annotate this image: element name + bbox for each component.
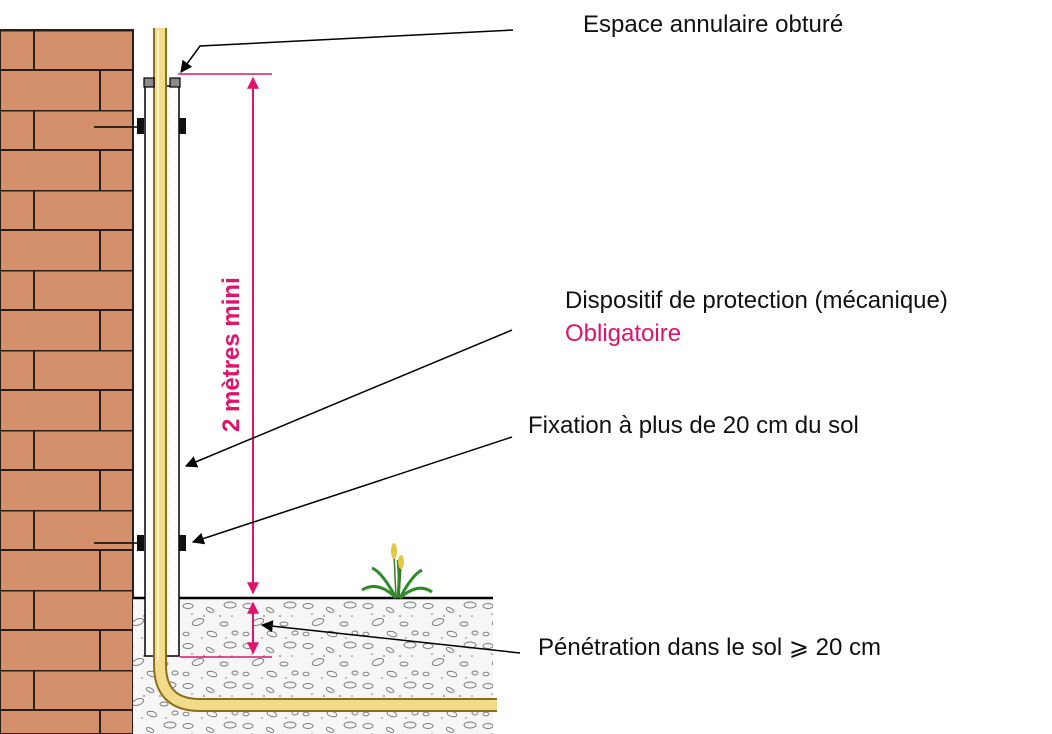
leader-annular-space bbox=[180, 29, 514, 73]
protection-device-label: Dispositif de protection (mécanique) bbox=[565, 287, 948, 314]
height-dimension-label: 2 mètres mini bbox=[218, 277, 245, 432]
annular-space-label: Espace annulaire obturé bbox=[583, 11, 844, 38]
brick-wall bbox=[0, 29, 134, 734]
annular-seal-right bbox=[169, 77, 181, 88]
fixation-bottom bbox=[94, 535, 186, 551]
leader-fixation bbox=[191, 436, 513, 545]
fixation-top bbox=[94, 118, 186, 134]
gas-pipe bbox=[155, 28, 497, 710]
mandatory-label: Obligatoire bbox=[565, 320, 682, 347]
penetration-label: Pénétration dans le sol ⩾ 20 cm bbox=[538, 634, 881, 661]
plant-icon bbox=[361, 543, 433, 600]
fixation-label: Fixation à plus de 20 cm du sol bbox=[528, 412, 859, 439]
leader-protection-device bbox=[184, 329, 513, 468]
leader-penetration bbox=[260, 620, 521, 654]
soil bbox=[133, 598, 493, 734]
annular-seal-left bbox=[143, 77, 155, 88]
